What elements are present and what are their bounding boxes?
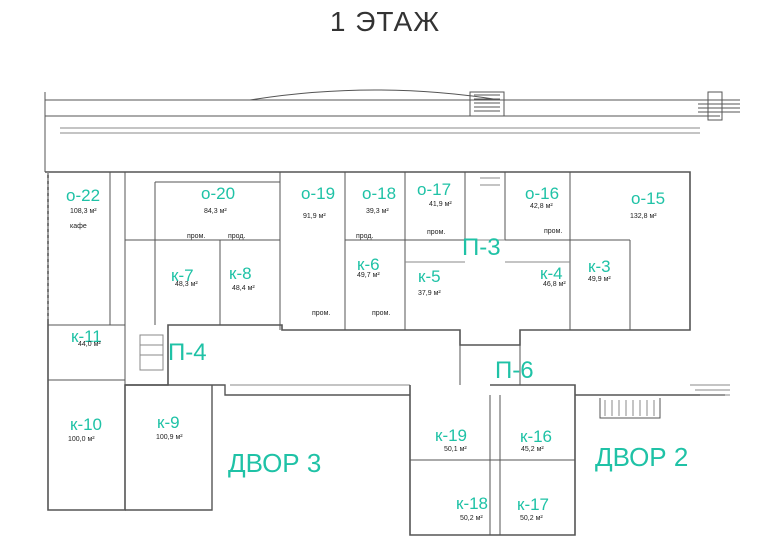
room-area: 37,9 м²: [418, 290, 441, 297]
room-area: 50,1 м²: [444, 446, 467, 453]
room-area: 100,0 м²: [68, 436, 95, 443]
room-label: о-19: [301, 184, 336, 203]
room-label: о-15: [631, 189, 666, 208]
room-area: 42,8 м²: [530, 203, 553, 210]
room-area: 48,3 м²: [175, 281, 198, 288]
room-note: прод.: [228, 233, 246, 240]
yard-label-3: ДВОР 3: [228, 448, 322, 478]
room-area: 108,3 м²: [70, 208, 97, 215]
room-label: о-16: [525, 184, 560, 203]
room-label: к-18: [456, 494, 489, 513]
room-note: пром.: [312, 310, 331, 317]
room-label: к-6: [357, 255, 380, 274]
room-area: 50,2 м²: [460, 515, 483, 522]
room-label: о-17: [417, 180, 452, 199]
room-label: к-11: [71, 327, 102, 346]
room-area: 48,4 м²: [232, 285, 255, 292]
room-label: к-8: [229, 264, 252, 283]
room-area: 49,7 м²: [357, 272, 380, 279]
room-area: 41,9 м²: [429, 201, 452, 208]
room-area: 100,9 м²: [156, 434, 183, 441]
room-label: к-5: [418, 267, 441, 286]
room-label: к-9: [157, 413, 180, 432]
room-note: пром.: [187, 233, 206, 240]
room-area: 132,8 м²: [630, 213, 657, 220]
room-label: к-19: [435, 426, 468, 445]
passage-label-p3: П-3: [462, 234, 501, 261]
room-area: 44,0 м²: [78, 341, 101, 348]
room-label: к-10: [70, 415, 103, 434]
room-note: пром.: [544, 228, 563, 235]
room-label: о-18: [362, 184, 397, 203]
room-area: 91,9 м²: [303, 213, 326, 220]
page-title: 1 ЭТАЖ: [329, 6, 441, 37]
yard-label-2: ДВОР 2: [595, 442, 689, 472]
room-area: 50,2 м²: [520, 515, 543, 522]
room-note: прод.: [356, 233, 374, 240]
room-area: 45,2 м²: [521, 446, 544, 453]
room-label: о-22: [66, 186, 101, 205]
room-area: 49,9 м²: [588, 276, 611, 283]
room-note: кафе: [70, 223, 87, 230]
passage-label-p4: П-4: [168, 339, 207, 366]
room-label: к-3: [588, 257, 611, 276]
room-label: к-7: [171, 266, 194, 285]
room-note: пром.: [372, 310, 391, 317]
room-label: к-17: [517, 495, 550, 514]
room-label: к-16: [520, 427, 553, 446]
room-area: 84,3 м²: [204, 208, 227, 215]
room-label: о-20: [201, 184, 236, 203]
room-area: 39,3 м²: [366, 208, 389, 215]
passage-label-p6: П-6: [495, 357, 534, 384]
room-area: 46,8 м²: [543, 281, 566, 288]
room-label: к-4: [540, 264, 563, 283]
room-note: пром.: [427, 229, 446, 236]
